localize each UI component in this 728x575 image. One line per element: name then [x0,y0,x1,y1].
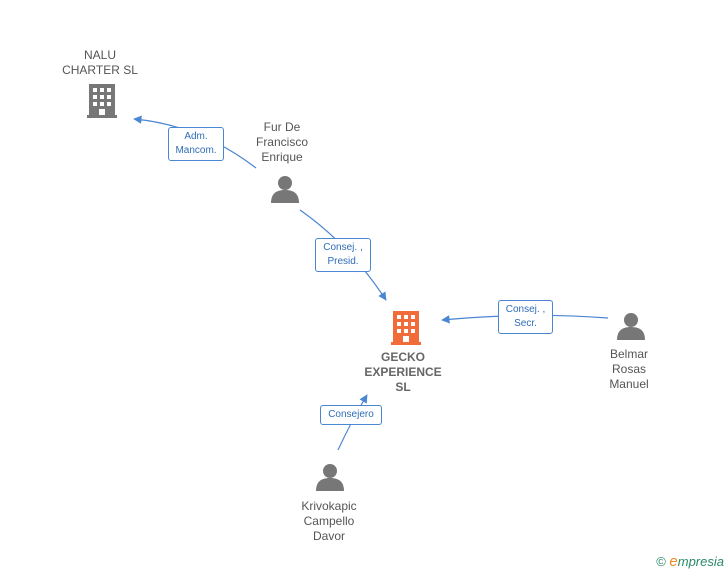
brand-name: mpresia [677,554,724,569]
node-label-fur[interactable]: Fur De Francisco Enrique [232,120,332,165]
node-label-belmar[interactable]: Belmar Rosas Manuel [584,347,674,392]
node-label-line: Campello [303,514,355,528]
node-label-line: Francisco [255,135,308,149]
node-label-line: Davor [312,529,345,543]
node-label-line: Fur De [263,120,301,134]
brand-logo: empresia [669,553,724,570]
edge-label-line: Mancom. [175,145,217,156]
footer-brand[interactable]: © empresia [656,553,724,570]
node-label-line: NALU [83,48,116,62]
person-icon[interactable] [271,176,299,203]
node-label-line: CHARTER SL [62,63,138,77]
person-icon[interactable] [316,464,344,491]
edge-label-line: Presid. [327,256,359,267]
node-label-line: Belmar [609,347,648,361]
edge-label-line: Consej. , [505,304,546,315]
person-icon[interactable] [617,313,645,340]
node-label-krivo[interactable]: Krivokapic Campello Davor [279,499,379,544]
edge-label-line: Consej. , [323,242,363,253]
edge-label-consej-presid[interactable]: Consej. , Presid. [315,238,371,272]
building-icon[interactable] [391,311,421,345]
node-label-line: SL [395,380,411,394]
node-label-line: GECKO [380,350,425,364]
node-label-line: EXPERIENCE [364,365,442,379]
edge-label-line: Consejero [328,409,374,420]
node-label-line: Enrique [261,150,303,164]
node-label-gecko[interactable]: GECKO EXPERIENCE SL [346,350,460,395]
copyright-icon: © [656,554,666,569]
node-label-line: Krivokapic [301,499,357,513]
node-label-nalu[interactable]: NALU CHARTER SL [40,48,160,78]
brand-initial: e [669,553,678,570]
edge-label-consejero[interactable]: Consejero [320,405,382,425]
node-label-line: Rosas [611,362,646,376]
edge-label-line: Secr. [514,318,537,329]
edge-label-consej-secr[interactable]: Consej. , Secr. [498,300,553,334]
edge-label-adm-mancom[interactable]: Adm. Mancom. [168,127,224,161]
building-icon[interactable] [87,84,117,118]
edge-label-line: Adm. [184,131,208,142]
node-label-line: Manuel [609,377,649,391]
